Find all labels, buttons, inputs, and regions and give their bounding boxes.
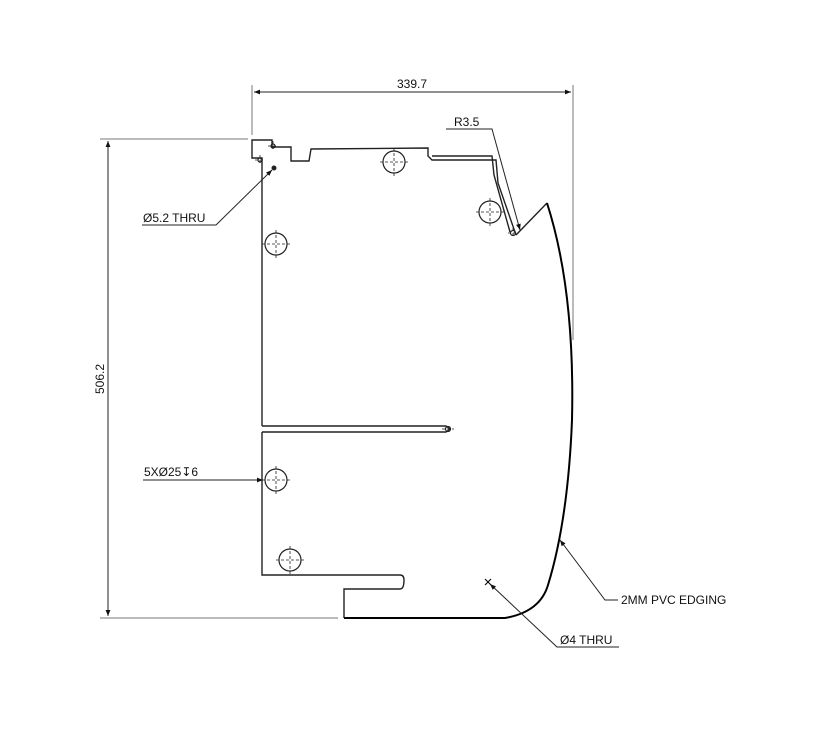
width-dimension-label: 339.7 (397, 77, 427, 91)
height-dimension: 506.2 (93, 138, 338, 619)
hole-top-right (476, 198, 504, 226)
small-hole-top-left (255, 141, 278, 171)
callout-bottom-hole: Ø4 THRU (489, 583, 619, 648)
hole-left-middle (262, 466, 290, 494)
height-dimension-label: 506.2 (93, 364, 107, 394)
small-hole-right (508, 228, 518, 238)
callout-large-holes: 5XØ25↧6 (143, 465, 263, 483)
callout-edging: 2MM PVC EDGING (559, 539, 726, 607)
small-hole-label: Ø5.2 THRU (143, 211, 205, 225)
part-outline (251, 139, 574, 619)
hole-top-center (380, 148, 408, 176)
width-dimension: 339.7 (251, 77, 574, 340)
edging-label: 2MM PVC EDGING (621, 593, 726, 607)
radius-label: R3.5 (454, 115, 480, 129)
callout-small-hole: Ø5.2 THRU (142, 169, 273, 226)
small-hole-slot-end (442, 425, 454, 433)
callout-radius: R3.5 (446, 115, 521, 231)
bottom-hole-label: Ø4 THRU (560, 633, 612, 647)
hole-left-lower (276, 546, 304, 574)
large-holes-label: 5XØ25↧6 (144, 465, 198, 479)
hole-left-upper (262, 230, 290, 258)
holes (255, 141, 518, 586)
